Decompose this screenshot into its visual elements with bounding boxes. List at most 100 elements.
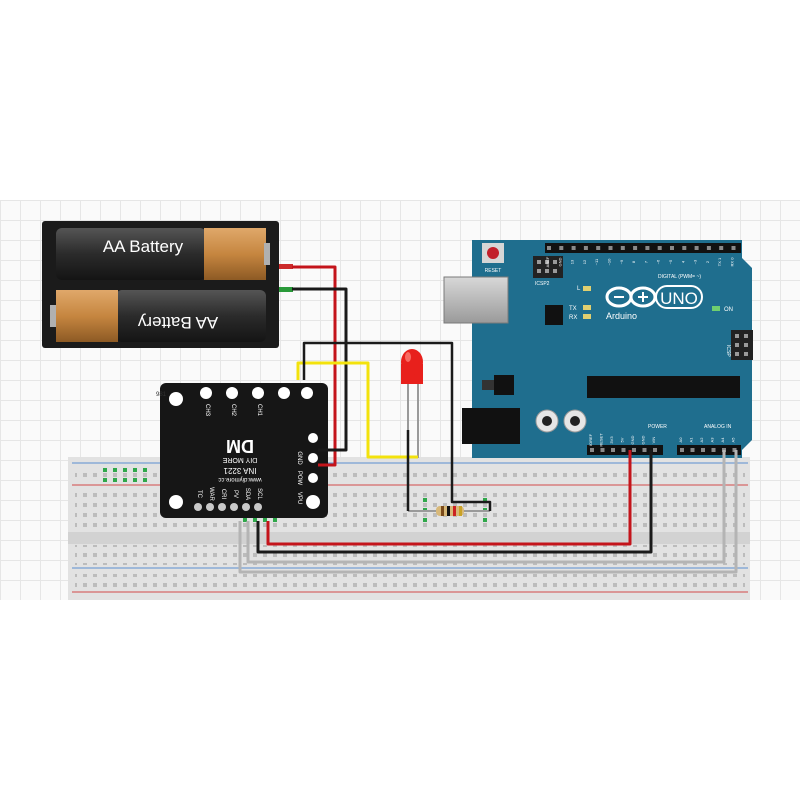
header-pin[interactable]	[620, 246, 625, 250]
digital-label: DIGITAL (PWM= ~)	[658, 274, 701, 280]
header-pin[interactable]	[657, 246, 662, 250]
mount-hole	[169, 495, 183, 509]
header-pin-label: 5V	[620, 437, 625, 442]
module-url: www.diymore.cc	[218, 476, 262, 482]
wires	[238, 265, 738, 574]
arduino-board	[472, 240, 752, 458]
arduino-brand: Arduino	[606, 311, 637, 321]
l-led	[583, 286, 591, 291]
module-brand-sub: DIY MORE	[222, 456, 257, 463]
header-pin-label: ~10	[607, 258, 612, 266]
header-pin[interactable]	[583, 246, 588, 250]
wire-5v	[266, 450, 632, 546]
header-pin[interactable]	[690, 448, 695, 452]
header-pin[interactable]	[559, 246, 564, 250]
microcontroller	[587, 376, 740, 398]
led-bulb	[401, 349, 423, 375]
wire-sda	[246, 450, 726, 564]
header-pin[interactable]	[633, 246, 638, 250]
pin-label: VPU	[296, 492, 302, 504]
led	[401, 349, 423, 458]
pin-label: CH1	[256, 404, 262, 417]
reset-button-cap[interactable]	[487, 247, 499, 259]
pin-label: POW	[296, 471, 302, 486]
header-pin[interactable]	[547, 246, 551, 250]
pin-label: CH2	[230, 404, 236, 417]
pin-label: TC	[196, 490, 202, 499]
header-pin-label: RX 0	[730, 257, 735, 267]
pin-label: PV	[232, 490, 238, 498]
module-part-id: 981	[156, 392, 167, 398]
ina3221-module: CH3 CH2 CH1 GND POW VPU TC WAR CRI PV SD…	[156, 383, 328, 518]
header-pin-label: 7	[643, 260, 648, 263]
bottom-pins	[194, 503, 262, 511]
header-pin[interactable]	[608, 246, 613, 250]
icsp2-label: ICSP2	[535, 281, 550, 287]
l-label: L	[577, 286, 581, 292]
usb-chip	[545, 305, 563, 325]
header-pin[interactable]	[596, 246, 601, 250]
mount-hole	[169, 392, 183, 406]
header-pin[interactable]	[621, 448, 626, 452]
header-pin[interactable]	[632, 448, 636, 452]
power-label: POWER	[648, 424, 667, 430]
header-pin-label: ~11	[594, 258, 599, 265]
rx-label: RX	[569, 315, 577, 321]
usb-connector	[443, 276, 509, 324]
battery-cell-top: AA Battery	[56, 228, 270, 280]
header-pin[interactable]	[645, 246, 650, 250]
wire-gnd	[256, 450, 653, 554]
header-pin[interactable]	[571, 246, 576, 250]
center-channel	[68, 532, 750, 544]
header-pin[interactable]	[670, 246, 674, 250]
header-pin-label: GND	[641, 435, 646, 444]
header-pin-label: VIN	[651, 437, 656, 444]
analog-label: ANALOG IN	[704, 424, 732, 430]
tx-led	[583, 305, 591, 310]
rail-holes-bottom	[75, 574, 745, 588]
on-label: ON	[724, 307, 733, 313]
header-pin[interactable]	[719, 246, 724, 250]
header-pin[interactable]	[590, 448, 594, 452]
pin-label: WAR	[208, 487, 214, 501]
header-pin[interactable]	[642, 448, 647, 452]
header-pin-label: ~6	[656, 259, 661, 264]
header-pin-label: GND	[557, 257, 562, 266]
header-pin-label: 2	[705, 260, 710, 263]
header-pin-label: A4	[720, 437, 725, 443]
header-pin-label: A5	[731, 437, 736, 443]
on-led	[712, 306, 720, 311]
header-pin[interactable]	[600, 448, 605, 452]
header-pin[interactable]	[706, 246, 711, 250]
header-pin-label: GND	[630, 435, 635, 444]
header-pin[interactable]	[711, 448, 716, 452]
wire-scl	[238, 450, 738, 574]
module-board	[160, 383, 328, 518]
uno-logo: UNO	[660, 289, 698, 308]
battery-terminal-negative	[279, 287, 293, 292]
icsp-label: ICSP	[725, 345, 731, 357]
wire-yellow-led	[296, 361, 418, 459]
header-pin[interactable]	[701, 448, 705, 452]
battery-pack: AA Battery AA Battery	[42, 221, 293, 348]
header-pin[interactable]	[682, 246, 687, 250]
header-pin[interactable]	[653, 448, 657, 452]
header-pin-label: A2	[699, 437, 704, 443]
header-pin-label: 13	[570, 259, 575, 264]
icsp-header	[731, 330, 753, 360]
header-pin-label: A3	[710, 437, 715, 443]
header-pin[interactable]	[680, 448, 684, 452]
header-pin-label: 8	[631, 260, 636, 263]
header-pin[interactable]	[694, 246, 699, 250]
top-pads	[200, 387, 313, 399]
battery-top-label: AA Battery	[103, 237, 184, 256]
pin-label: CH3	[204, 404, 210, 417]
header-pin[interactable]	[731, 246, 736, 250]
battery-terminal-positive	[279, 264, 293, 269]
pin-label: SDA	[244, 488, 250, 500]
header-pin[interactable]	[611, 448, 615, 452]
header-pin-label: A0	[678, 437, 683, 443]
tx-label: TX	[569, 306, 577, 312]
